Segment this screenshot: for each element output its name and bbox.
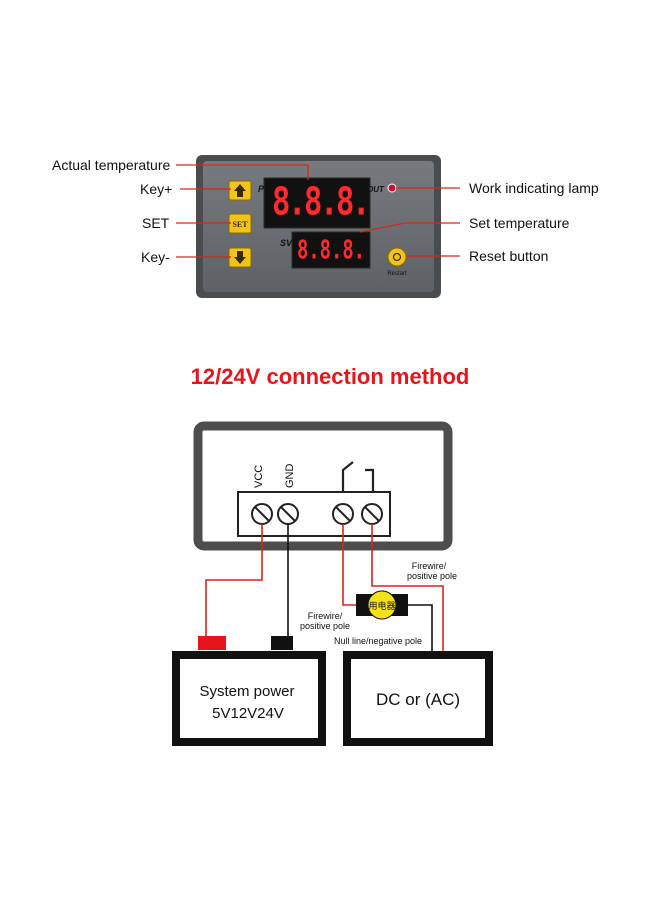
null-line-label: Null line/negative pole xyxy=(334,636,422,646)
gnd-label: GND xyxy=(284,464,296,489)
pv-display xyxy=(263,177,371,229)
arrow-down-icon xyxy=(234,251,246,264)
wiring-title: 12/24V connection method xyxy=(191,364,470,389)
terminal-screws xyxy=(251,503,383,525)
restart-label: Restart xyxy=(387,271,407,277)
pv-digits: 8.8.8. xyxy=(272,180,368,224)
system-power-label: System power xyxy=(199,683,294,700)
callout-actual-temp xyxy=(176,164,309,180)
thermostat-device: 8.8.8. 8.8.8. PV SV OUT SET Restart xyxy=(196,155,441,298)
reset-button[interactable] xyxy=(387,247,407,267)
load-element: 用电器 xyxy=(356,590,408,620)
wires xyxy=(205,524,444,655)
terminal-relay-2-screw xyxy=(361,503,383,525)
firewire-right-line2: positive pole xyxy=(407,571,457,581)
label-reset-button: Reset button xyxy=(469,248,548,264)
system-power-box xyxy=(172,651,326,746)
label-set: SET xyxy=(142,215,170,231)
label-work-lamp: Work indicating lamp xyxy=(469,180,599,196)
key-plus-button[interactable] xyxy=(228,180,252,201)
work-lamp-icon xyxy=(387,183,397,193)
positive-terminal xyxy=(198,636,226,650)
label-key-plus: Key+ xyxy=(140,181,172,197)
label-key-minus: Key- xyxy=(141,249,170,265)
key-minus-button[interactable] xyxy=(228,247,252,268)
sv-digits: 8.8.8. xyxy=(297,236,365,266)
callout-lines xyxy=(176,164,460,258)
sv-label: SV xyxy=(280,238,293,248)
arrow-up-icon xyxy=(234,184,246,197)
pv-label: PV xyxy=(258,184,271,194)
firewire-left-line2: positive pole xyxy=(300,621,350,631)
negative-terminal xyxy=(271,636,293,650)
terminal-relay-1-screw xyxy=(332,503,354,525)
wire-vcc xyxy=(205,524,263,636)
set-key-button[interactable]: SET xyxy=(228,213,252,234)
firewire-left-line1: Firewire/ xyxy=(308,611,343,621)
callout-set-temp xyxy=(359,222,460,233)
load-label: 用电器 xyxy=(368,600,395,612)
label-set-temperature: Set temperature xyxy=(469,215,570,231)
set-key-label: SET xyxy=(232,220,248,229)
terminal-vcc-screw xyxy=(251,503,273,525)
wire-load-to-source xyxy=(408,604,433,655)
relay-contact-icon xyxy=(341,461,375,492)
terminal-gnd-screw xyxy=(277,503,299,525)
wire-relay-to-source xyxy=(371,524,444,655)
system-power-voltage: 5V12V24V xyxy=(212,705,284,722)
sv-display xyxy=(291,231,371,269)
load-disc xyxy=(367,590,397,620)
vcc-label: VCC xyxy=(253,465,265,488)
wire-relay-to-load xyxy=(342,524,356,606)
dc-ac-label: DC or (AC) xyxy=(376,690,460,709)
label-actual-temperature: Actual temperature xyxy=(52,157,170,173)
out-label: OUT xyxy=(367,185,385,194)
power-icon xyxy=(392,252,402,262)
dc-ac-source-box xyxy=(343,651,493,746)
firewire-right-line1: Firewire/ xyxy=(412,561,447,571)
